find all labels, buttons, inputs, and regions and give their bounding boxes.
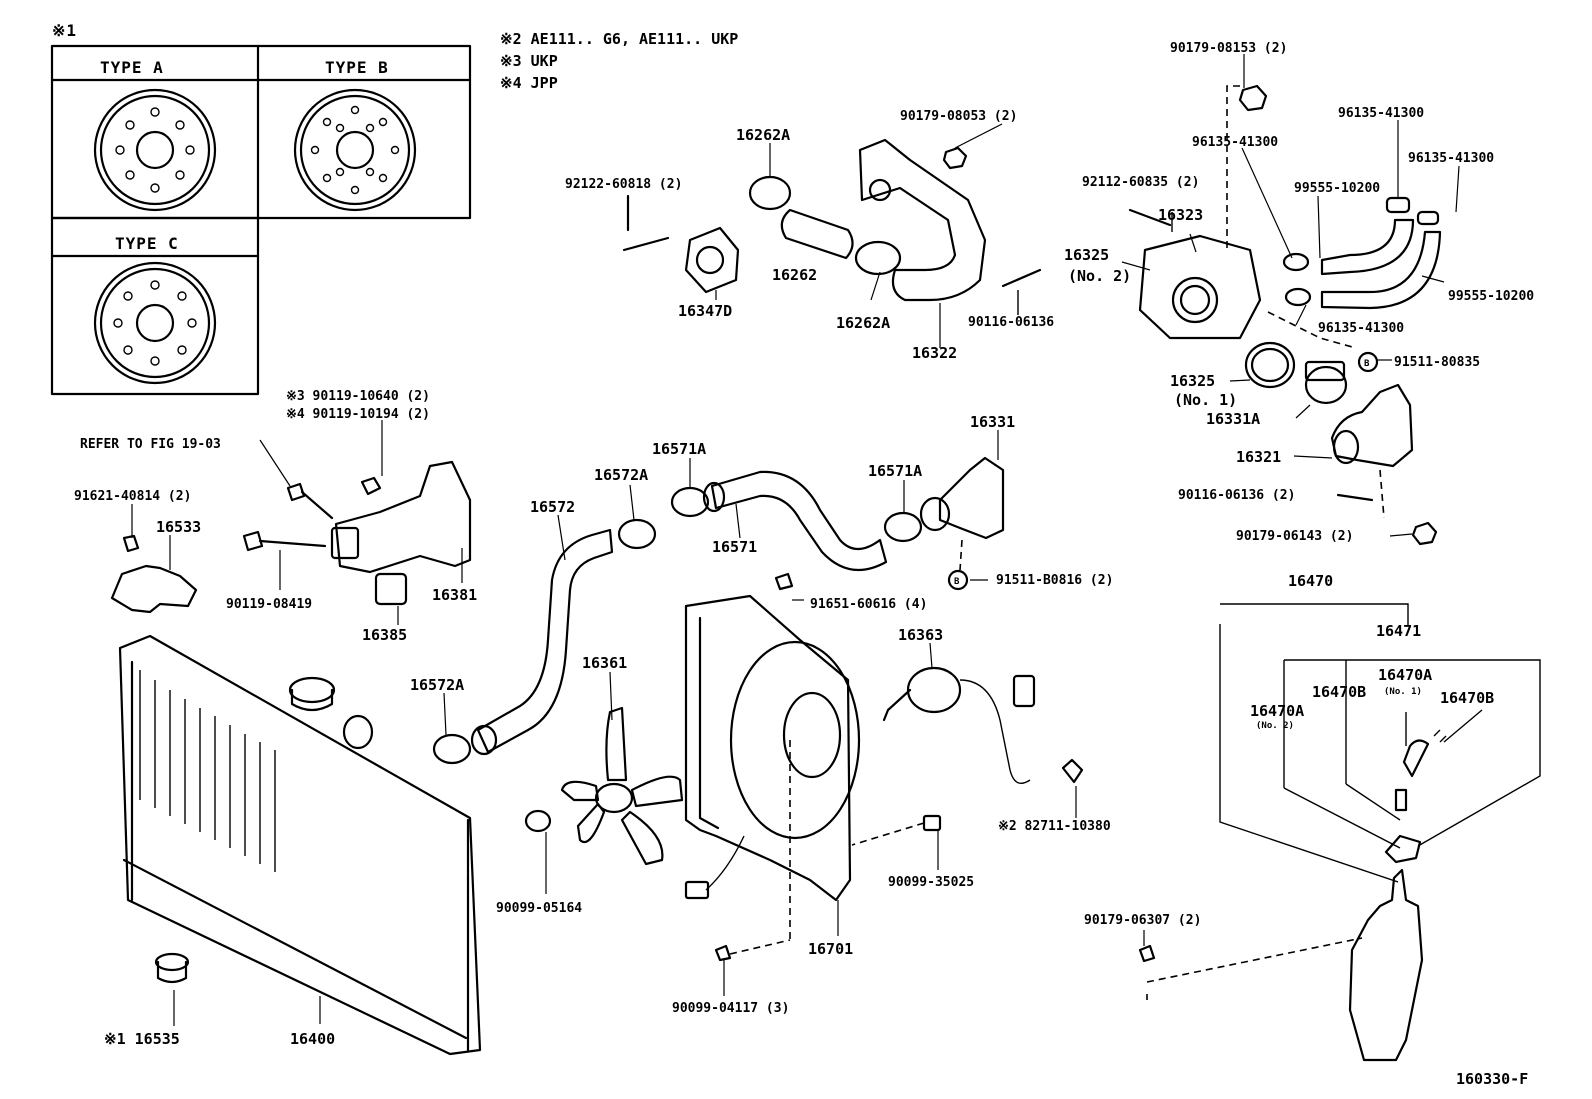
wheel-type-b-icon bbox=[293, 88, 417, 212]
label-refer-fig: REFER TO FIG 19-03 bbox=[80, 437, 221, 452]
label-96135-41300-d: 96135-41300 bbox=[1318, 321, 1404, 336]
label-16363: 16363 bbox=[898, 626, 943, 644]
label-90179-08053: 90179-08053 (2) bbox=[900, 109, 1017, 124]
label-91511-b0816: 91511-B0816 (2) bbox=[996, 573, 1113, 588]
label-90119-08419: 90119-08419 bbox=[226, 597, 312, 612]
label-90179-08153: 90179-08153 (2) bbox=[1170, 41, 1287, 56]
label-90099-05164: 90099-05164 bbox=[496, 901, 582, 916]
label-16321: 16321 bbox=[1236, 448, 1281, 466]
label-16572a-top: 16572A bbox=[594, 466, 648, 484]
fan-blade-icon bbox=[560, 706, 684, 866]
note-3: ※3 UKP bbox=[500, 52, 558, 70]
label-99555-10200-a: 99555-10200 bbox=[1294, 181, 1380, 196]
label-16471: 16471 bbox=[1376, 622, 1421, 640]
label-16571a-b: 16571A bbox=[868, 462, 922, 480]
label-16331: 16331 bbox=[970, 413, 1015, 431]
label-90099-35025: 90099-35025 bbox=[888, 875, 974, 890]
reservoir-group bbox=[1138, 603, 1541, 1062]
label-90179-06143: 90179-06143 (2) bbox=[1236, 529, 1353, 544]
label-16470b: 16470B bbox=[1440, 689, 1494, 707]
label-16470a-no2: 16470A bbox=[1250, 702, 1304, 720]
label-16470: 16470 bbox=[1288, 572, 1333, 590]
label-16470a-no2-sub: (No. 2) bbox=[1256, 721, 1294, 731]
label-90119-10194: ※4 90119-10194 (2) bbox=[286, 407, 430, 422]
lower-hose-group bbox=[432, 518, 657, 765]
label-16325-no2-sub: (No. 2) bbox=[1068, 267, 1131, 285]
label-16385: 16385 bbox=[362, 626, 407, 644]
label-16361: 16361 bbox=[582, 654, 627, 672]
label-16331a: 16331A bbox=[1206, 410, 1260, 428]
label-16347d: 16347D bbox=[678, 302, 732, 320]
variant-notes: ※2 AE111.. G6, AE111.. UKP ※3 UKP ※4 JPP bbox=[500, 30, 738, 92]
leader-lines bbox=[131, 54, 1460, 1026]
note-2: ※2 AE111.. G6, AE111.. UKP bbox=[500, 30, 738, 48]
label-91511-80835: 91511-80835 bbox=[1394, 355, 1480, 370]
wheel-type-box: ※1 TYPE A TYPE B TYPE C bbox=[50, 21, 472, 396]
radiator-fins bbox=[139, 670, 276, 872]
label-16323: 16323 bbox=[1158, 206, 1203, 224]
label-99555-10200-b: 99555-10200 bbox=[1448, 289, 1534, 304]
label-16470b-no1-sub: (No. 1) bbox=[1384, 687, 1422, 697]
label-16262a-top: 16262A bbox=[736, 126, 790, 144]
label-90099-04117: 90099-04117 (3) bbox=[672, 1001, 789, 1016]
callout-b-1: B bbox=[1364, 359, 1370, 369]
label-16325-no1-sub: (No. 1) bbox=[1174, 391, 1237, 409]
type-a-label: TYPE A bbox=[100, 58, 164, 77]
label-16400: 16400 bbox=[290, 1030, 335, 1048]
label-16262: 16262 bbox=[772, 266, 817, 284]
label-16322: 16322 bbox=[912, 344, 957, 362]
label-92122-60818: 92122-60818 (2) bbox=[565, 177, 682, 192]
label-16701: 16701 bbox=[808, 940, 853, 958]
wheel-type-c-icon bbox=[93, 261, 217, 385]
note-1-mark: ※1 bbox=[52, 21, 77, 40]
label-16571a-a: 16571A bbox=[652, 440, 706, 458]
label-16262a-bot: 16262A bbox=[836, 314, 890, 332]
label-96135-41300-b: 96135-41300 bbox=[1192, 135, 1278, 150]
label-96135-41300-a: 96135-41300 bbox=[1338, 106, 1424, 121]
label-16381: 16381 bbox=[432, 586, 477, 604]
type-c-label: TYPE C bbox=[115, 234, 179, 253]
label-16571: 16571 bbox=[712, 538, 757, 556]
label-16533: 16533 bbox=[156, 518, 201, 536]
fan-assembly bbox=[524, 572, 1084, 962]
note-4: ※4 JPP bbox=[500, 74, 558, 92]
label-82711-10380: ※2 82711-10380 bbox=[998, 819, 1111, 834]
label-16470a-top: 16470A bbox=[1378, 666, 1432, 684]
figure-code: 160330-F bbox=[1456, 1070, 1528, 1088]
part-labels: 90179-08153 (2) 96135-41300 96135-41300 … bbox=[74, 41, 1534, 1088]
middle-hose-group: B bbox=[670, 456, 1005, 591]
label-90179-06307: 90179-06307 (2) bbox=[1084, 913, 1201, 928]
water-outlet-group: B bbox=[1128, 84, 1442, 546]
label-91621-40814: 91621-40814 (2) bbox=[74, 489, 191, 504]
label-16325-no1: 16325 bbox=[1170, 372, 1215, 390]
callout-b-2: B bbox=[954, 577, 960, 587]
label-96135-41300-c: 96135-41300 bbox=[1408, 151, 1494, 166]
label-90119-10640: ※3 90119-10640 (2) bbox=[286, 389, 430, 404]
label-16325-no2: 16325 bbox=[1064, 246, 1109, 264]
label-90116-06136-2: 90116-06136 (2) bbox=[1178, 488, 1295, 503]
type-b-label: TYPE B bbox=[325, 58, 389, 77]
label-90116-06136: 90116-06136 bbox=[968, 315, 1054, 330]
label-16572a-bot: 16572A bbox=[410, 676, 464, 694]
label-16470b-no1: 16470B bbox=[1312, 683, 1366, 701]
label-92112-60835: 92112-60835 (2) bbox=[1082, 175, 1199, 190]
label-16535: ※1 16535 bbox=[104, 1030, 180, 1048]
wheel-type-a-icon bbox=[93, 88, 217, 212]
bracket-group bbox=[110, 460, 472, 614]
label-16572: 16572 bbox=[530, 498, 575, 516]
radiator bbox=[118, 634, 482, 1056]
upper-inlet-group bbox=[622, 138, 1042, 315]
label-91651-60616: 91651-60616 (4) bbox=[810, 597, 927, 612]
